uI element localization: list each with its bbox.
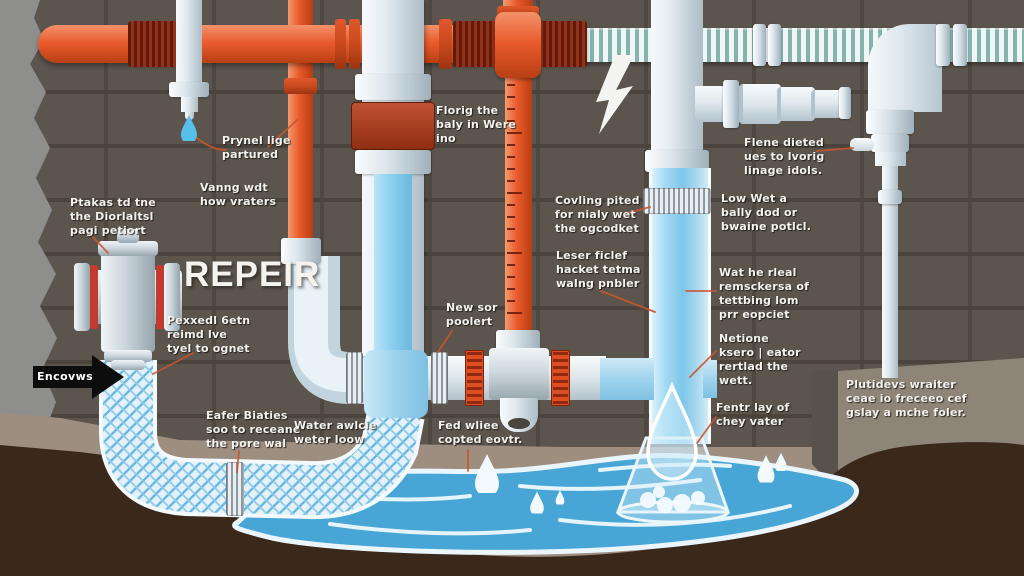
- barb-tip-flange: [839, 87, 851, 119]
- right-elbow: [868, 24, 942, 112]
- cross-collar-right: [164, 263, 180, 331]
- label-pexxedl: Pexxedl 6etn reimd lve tyel to ognet: [167, 314, 251, 356]
- torn-wall-edge: [0, 0, 58, 576]
- drip-pipe: [176, 0, 202, 86]
- label-wathe: Wat he rleal remsckersa of tettbing lom …: [719, 266, 810, 322]
- label-water-inside: Water awlcie weter loow: [294, 419, 377, 447]
- warning-tape-coupling-2: [551, 350, 570, 406]
- orange-tee-fitting: [495, 12, 541, 78]
- pool-wave-lines: [298, 462, 792, 536]
- tube-left-branch: [600, 358, 654, 400]
- blue-tee-fitting: [364, 350, 428, 418]
- thin-supply-pipe: [882, 166, 898, 378]
- funnel-bubbles: [640, 486, 705, 513]
- warning-tape-coupling-1: [465, 350, 484, 406]
- barb-fitting-1: [739, 84, 781, 124]
- ruler-ticks-long: [507, 72, 522, 322]
- label-plutidevs: Plutidevs wraiter ceae io freceeo cef gs…: [846, 378, 967, 420]
- threaded-clamp-1: [346, 352, 363, 404]
- big-title: REPEIR: [184, 255, 321, 294]
- valve-body-upper: [866, 110, 914, 134]
- cross-valve-vertical-arm: [101, 246, 155, 352]
- orange-flange-2: [349, 19, 360, 69]
- label-newsor: New sor poolert: [446, 301, 498, 329]
- label-leser: Leser ficlef hacket tetma walng pnbler: [556, 249, 641, 291]
- riser-reducer-coupling: [281, 238, 321, 264]
- thin-pipe-coupling: [878, 190, 902, 204]
- valve-reducer: [875, 152, 906, 166]
- cross-oring-right: [156, 265, 164, 329]
- teal-pipe-coupling-3: [753, 24, 766, 66]
- label-ptakas: Ptakas td tne the Diorlaltsl pagi petior…: [70, 196, 156, 238]
- label-netione: Netione ksero | eator rertlad the wett.: [719, 332, 801, 388]
- arrow-label: Encovws: [37, 370, 94, 383]
- lightning-icon: [596, 55, 634, 134]
- white-main-coupling-top: [355, 74, 431, 100]
- cross-top-knob: [117, 229, 139, 243]
- label-prynel: Prynel lige partured: [222, 134, 291, 162]
- cross-top-cap: [98, 241, 158, 256]
- drip-pipe-collar: [169, 82, 209, 97]
- tube-coupling: [645, 150, 709, 172]
- label-covling: Covling pited for nialy wet the ogcodket: [555, 194, 640, 236]
- red-repair-clamp: [351, 102, 435, 150]
- drip-nozzle: [181, 97, 198, 112]
- funnel: [615, 436, 731, 514]
- valve-handle: [850, 138, 874, 151]
- corrugated-section-small: [128, 21, 178, 67]
- tube-upper-white-pipe: [651, 0, 703, 168]
- white-main-coupling-bottom: [355, 150, 431, 174]
- tube-metal-clamp: [643, 188, 711, 214]
- cross-fitting-center: [489, 348, 549, 400]
- teal-pipe-coupling-1: [936, 24, 950, 66]
- cross-collar-left: [74, 263, 90, 331]
- label-flene: Flene dieted ues to lvorig linage idols.: [744, 136, 825, 178]
- water-droplets: [475, 452, 787, 514]
- teal-pipe-coupling-2: [953, 24, 967, 66]
- label-eafer: Eafer Biaties soo to receane the pore wa…: [206, 409, 301, 451]
- funnel-mouth: [616, 500, 730, 524]
- label-fentr: Fentr lay of chey vater: [716, 401, 790, 429]
- outlet-opening: [508, 418, 530, 429]
- cross-reducer-2: [111, 360, 145, 370]
- soil-brown: [0, 442, 1024, 576]
- barb-fitting-2: [777, 87, 815, 121]
- pipe-water-window: [374, 174, 412, 358]
- branch-flange: [723, 80, 739, 128]
- tube-right-stub: [703, 360, 717, 398]
- drip-nozzle-tip: [185, 112, 194, 120]
- water-pool: [232, 452, 859, 555]
- barb-fitting-3: [811, 90, 843, 118]
- teal-pipe-coupling-4: [768, 24, 781, 66]
- valve-body-lower: [871, 134, 909, 152]
- ruler-pipe-coupling: [496, 330, 540, 352]
- label-lowwet: Low Wet a bally dod or bwaine potlcl.: [721, 192, 812, 234]
- label-vanng: Vanng wdt how vraters: [200, 181, 277, 209]
- cross-oring-left: [90, 265, 98, 329]
- orange-riser-ring: [284, 78, 317, 94]
- orange-flange-1: [335, 19, 346, 69]
- label-florig: Florig the baly in Were ino: [436, 104, 516, 146]
- label-fedwliee: Fed wliee copted eovtr.: [438, 419, 523, 447]
- orange-flange-3: [439, 19, 452, 69]
- hose-coupling-ring: [226, 462, 244, 516]
- ledge-face: [812, 371, 838, 492]
- threaded-clamp-2: [431, 352, 448, 404]
